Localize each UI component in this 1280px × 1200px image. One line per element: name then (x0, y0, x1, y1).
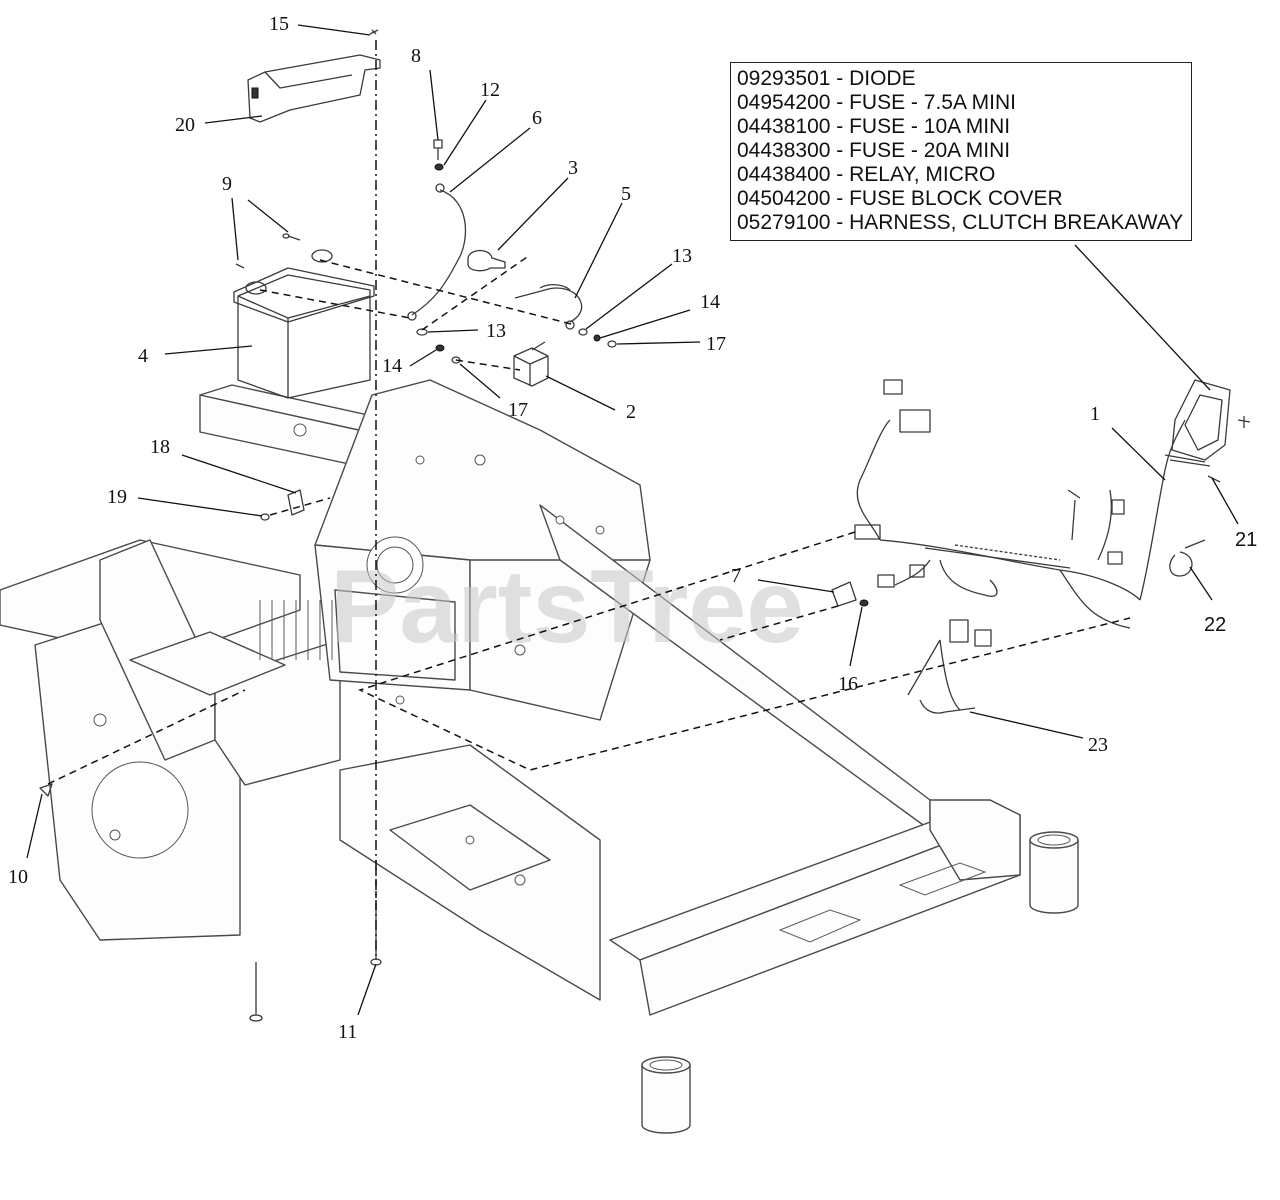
assembly-lines (47, 40, 1131, 960)
starter-solenoid (513, 341, 549, 387)
caster-tube-rear (1029, 831, 1079, 914)
mower-frame (0, 379, 1079, 1134)
parts-row-fuse-block-cover: 04504200 - FUSE BLOCK COVER (737, 187, 1063, 210)
callout-7: 7 (731, 565, 741, 587)
terminal-cover (467, 249, 506, 272)
leader-lines (26, 24, 1239, 1016)
parts-row-fuse-20a: 04438300 - FUSE - 20A MINI (737, 139, 1011, 162)
callout-23: 23 (1088, 734, 1108, 756)
battery-hold-down-bracket (247, 54, 381, 123)
callout-5: 5 (621, 183, 631, 205)
callout-2: 2 (626, 401, 636, 423)
callout-21: 21 (1235, 529, 1257, 551)
parts-row-diode: 09293501 - DIODE (737, 67, 916, 90)
callout-20: 20 (175, 114, 195, 136)
callout-11: 11 (338, 1021, 357, 1043)
callout-16: 16 (838, 673, 858, 695)
battery-cable-positive (407, 183, 467, 321)
parts-row-fuse-7-5a: 04954200 - FUSE - 7.5A MINI (737, 91, 1016, 114)
callout-22: 22 (1204, 614, 1226, 636)
battery (233, 249, 375, 399)
callout-17-right: 17 (706, 333, 726, 355)
callout-14-right: 14 (700, 291, 720, 313)
battery-cable-negative (514, 284, 583, 330)
callout-8: 8 (411, 45, 421, 67)
callout-4: 4 (138, 345, 148, 367)
callout-10: 10 (8, 866, 28, 888)
callout-1: 1 (1090, 403, 1100, 425)
callout-3: 3 (568, 157, 578, 179)
wire-harness (831, 379, 1251, 714)
hardware (39, 29, 617, 1022)
callout-13-right: 13 (672, 245, 692, 267)
watermark: PartsTree (330, 549, 804, 665)
callout-18: 18 (150, 436, 170, 458)
callout-15: 15 (269, 13, 289, 35)
parts-row-fuse-10a: 04438100 - FUSE - 10A MINI (737, 115, 1011, 138)
callout-12: 12 (480, 79, 500, 101)
parts-row-relay: 04438400 - RELAY, MICRO (737, 163, 996, 186)
parts-row-harness: 05279100 - HARNESS, CLUTCH BREAKAWAY (737, 211, 1184, 234)
callout-9: 9 (222, 173, 232, 195)
callout-13-center: 13 (486, 320, 506, 342)
parts-list-box: 09293501 - DIODE 04954200 - FUSE - 7.5A … (730, 62, 1193, 241)
callout-17-center: 17 (508, 399, 528, 421)
callouts: 15 20 8 12 6 3 5 9 13 14 17 13 14 17 2 4… (8, 13, 1257, 1043)
callout-6: 6 (532, 107, 542, 129)
callout-19: 19 (107, 486, 127, 508)
caster-tube-front (641, 1056, 691, 1134)
callout-14-center: 14 (382, 355, 402, 377)
